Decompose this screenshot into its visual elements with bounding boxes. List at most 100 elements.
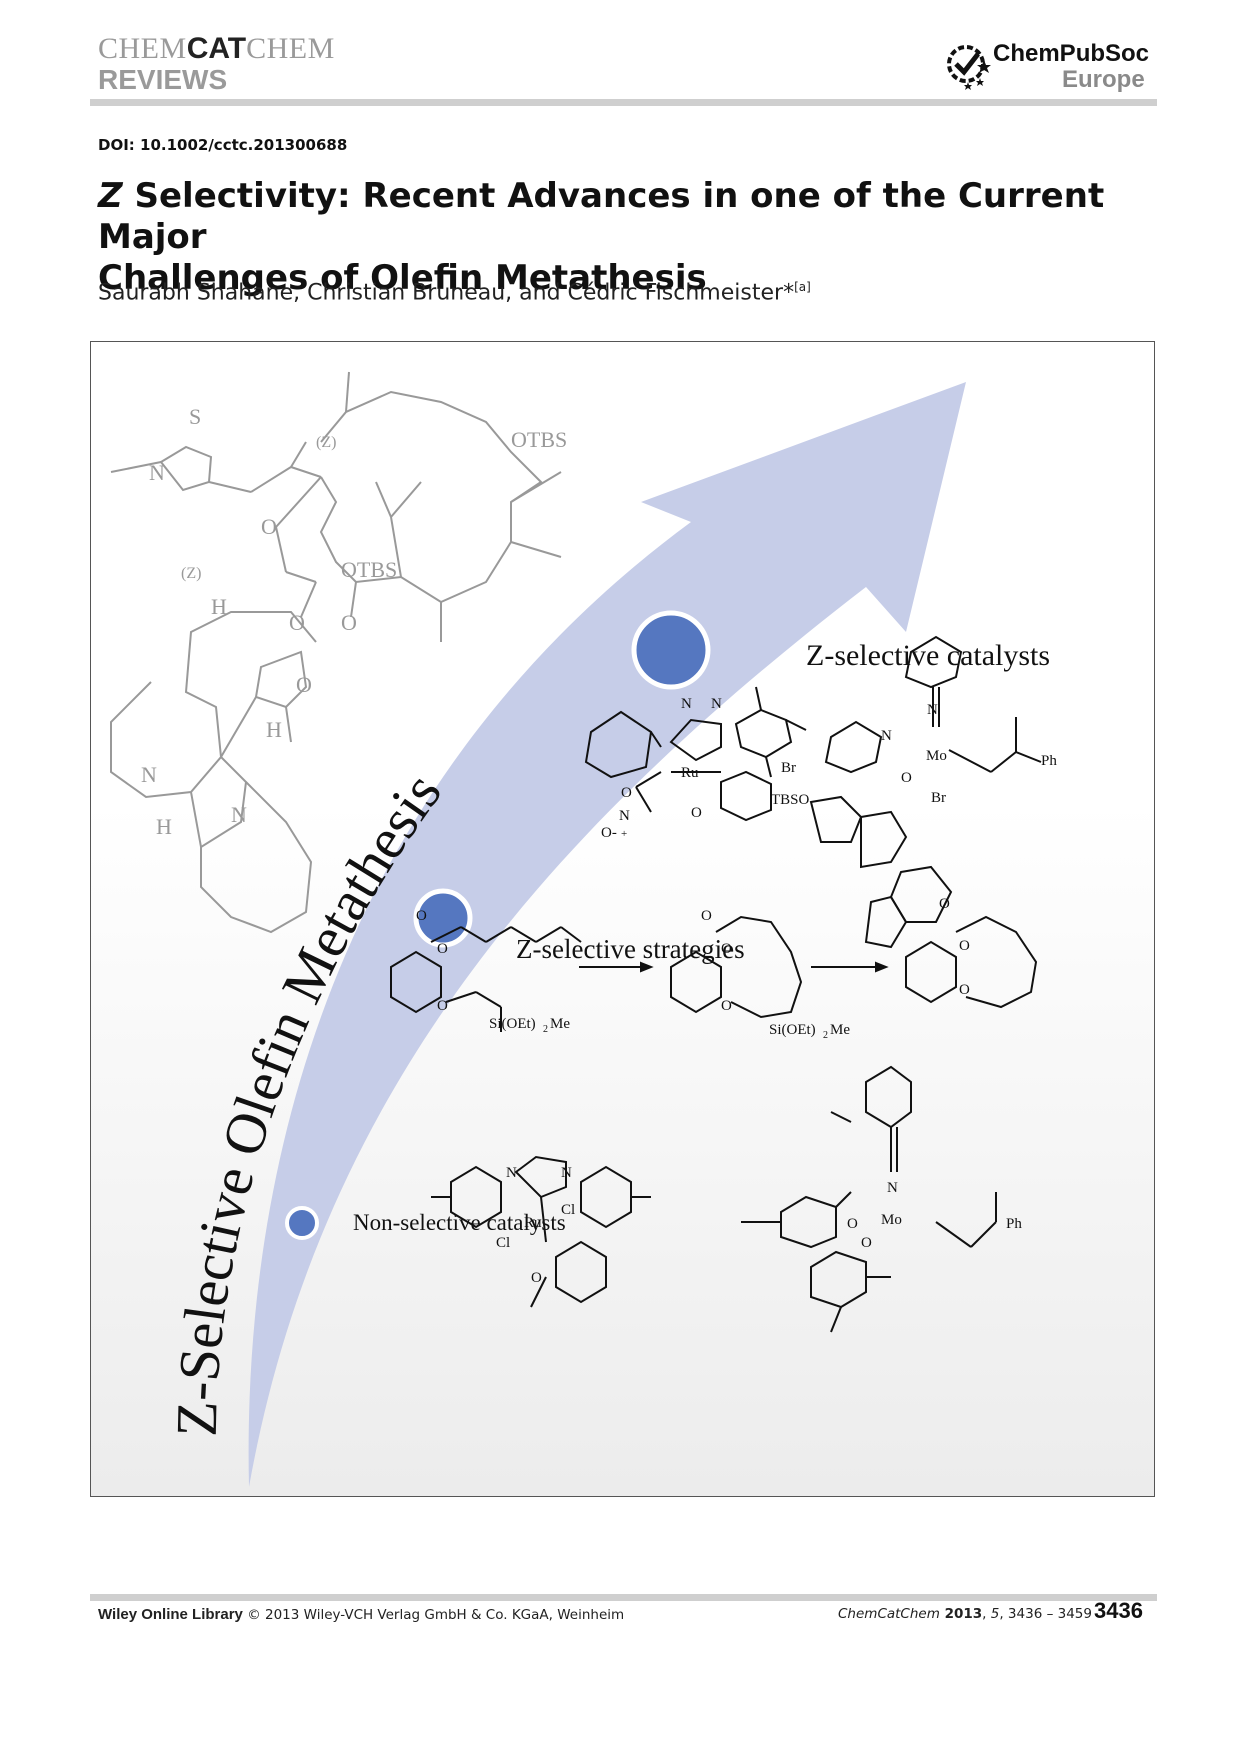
- svg-text:OTBS: OTBS: [341, 557, 397, 582]
- doi: DOI: 10.1002/cctc.201300688: [98, 136, 348, 154]
- svg-text:Mo: Mo: [881, 1212, 902, 1228]
- chempubsoc-logo-icon: [947, 45, 991, 90]
- svg-text:O: O: [296, 672, 312, 697]
- svg-text:O: O: [531, 1270, 542, 1286]
- svg-text:Ph: Ph: [1041, 753, 1057, 769]
- svg-text:(Z): (Z): [181, 565, 201, 582]
- svg-text:N: N: [681, 696, 692, 712]
- svg-text:Ru: Ru: [524, 1215, 542, 1231]
- svg-text:O: O: [959, 982, 970, 998]
- citation-year: 2013: [939, 1606, 983, 1622]
- stage-dot-bottom: [285, 1206, 319, 1240]
- article-title: Z Selectivity: Recent Advances in one of…: [98, 176, 1158, 299]
- alkaloid-structure: [110, 611, 317, 934]
- svg-text:O: O: [437, 998, 448, 1014]
- title-z: Z: [98, 176, 123, 216]
- svg-text:Br: Br: [931, 790, 946, 806]
- svg-text:Si(OEt): Si(OEt): [769, 1022, 816, 1038]
- stage-label-bottom: Non-selective catalysts: [353, 1210, 566, 1235]
- svg-text:H: H: [211, 594, 227, 619]
- citation-volume: 5: [990, 1606, 1000, 1622]
- svg-text:O: O: [861, 1235, 872, 1251]
- progress-arrow: [248, 382, 967, 1487]
- svg-text:N: N: [711, 696, 722, 712]
- title-line2: Challenges of Olefin Metathesis: [98, 258, 707, 298]
- journal-suffix: CHEM: [246, 32, 335, 65]
- journal-prefix: CHEM: [98, 32, 187, 65]
- wiley-online-library: Wiley Online Library: [98, 1606, 243, 1623]
- svg-text:H: H: [266, 717, 282, 742]
- svg-text:N: N: [506, 1165, 517, 1181]
- svg-text:Ru: Ru: [681, 765, 699, 781]
- svg-text:2: 2: [823, 1030, 828, 1041]
- svg-text:H: H: [156, 814, 172, 839]
- corresponding-mark: *: [783, 280, 795, 306]
- page-number: 3436: [1094, 1598, 1143, 1623]
- svg-text:Br: Br: [781, 760, 796, 776]
- citation-pages: , 3436 – 3459: [999, 1606, 1092, 1622]
- svg-text:O: O: [959, 938, 970, 954]
- svg-text:N: N: [927, 702, 938, 718]
- header-rule: [90, 99, 1157, 106]
- svg-text:O: O: [416, 908, 427, 924]
- svg-text:O: O: [721, 941, 732, 957]
- svg-text:O: O: [701, 908, 712, 924]
- footer-copyright: Wiley Online Library © 2013 Wiley-VCH Ve…: [98, 1606, 624, 1623]
- svg-text:O: O: [939, 896, 950, 912]
- journal-name: CHEMCATCHEM: [98, 34, 335, 64]
- stage-label-top: Z-selective catalysts: [806, 639, 1050, 672]
- svg-text:N: N: [149, 460, 165, 485]
- authors: Saurabh Shahane, Christian Bruneau, and …: [98, 280, 811, 305]
- svg-text:+: +: [621, 828, 627, 840]
- svg-text:S: S: [189, 404, 201, 429]
- svg-text:O: O: [437, 941, 448, 957]
- svg-text:OTBS: OTBS: [511, 427, 567, 452]
- svg-text:O: O: [289, 610, 305, 635]
- svg-text:Me: Me: [830, 1022, 850, 1038]
- mo-z-catalyst: [809, 635, 1042, 949]
- ru-z-labels: N N Ru O N O- + O: [601, 696, 722, 841]
- svg-text:N: N: [231, 802, 247, 827]
- title-line1: Selectivity: Recent Advances in one of t…: [98, 176, 1105, 257]
- stage-dot-top: [631, 610, 711, 690]
- svg-text:O: O: [901, 770, 912, 786]
- affiliation-mark: [a]: [794, 280, 811, 294]
- copyright-text: © 2013 Wiley-VCH Verlag GmbH & Co. KGaA,…: [242, 1607, 625, 1623]
- macrolide-labels: S N O O O OTBS OTBS (Z): [149, 404, 567, 635]
- svg-text:Cl: Cl: [561, 1202, 575, 1218]
- publisher-name: ChemPubSoc: [993, 40, 1150, 67]
- svg-text:N: N: [619, 808, 630, 824]
- citation-journal: ChemCatChem: [838, 1606, 940, 1622]
- publisher-region: Europe: [1062, 66, 1145, 93]
- svg-text:Si(OEt): Si(OEt): [489, 1016, 536, 1032]
- svg-text:Mo: Mo: [926, 748, 947, 764]
- svg-text:O: O: [847, 1216, 858, 1232]
- journal-mid: CAT: [186, 32, 247, 65]
- alkaloid-labels: H N O H H N (Z): [141, 565, 312, 839]
- svg-text:O: O: [341, 610, 357, 635]
- footer-rule: [90, 1594, 1157, 1601]
- rcm-strategy-labels: O O O Si(OEt) 2 Me O O O Si(OEt) 2 Me O …: [416, 896, 970, 1041]
- svg-text:O: O: [261, 514, 277, 539]
- svg-text:O-: O-: [601, 825, 617, 841]
- mo-schrock-catalyst: [741, 1065, 997, 1333]
- svg-text:O: O: [691, 805, 702, 821]
- stage-dot-mid: [413, 888, 473, 948]
- svg-text:TBSO: TBSO: [771, 792, 810, 808]
- svg-text:Me: Me: [550, 1016, 570, 1032]
- ru-hoveyda-labels: N N Ru Cl Cl O: [496, 1165, 575, 1286]
- svg-text:Ph: Ph: [1006, 1216, 1022, 1232]
- figure-canvas: Z-Selective Olefin Metathesis Z-selectiv…: [110, 371, 1057, 1487]
- footer-citation: ChemCatChem 2013, 5, 3436 – 3459: [838, 1606, 1092, 1622]
- mo-z-labels: N N Mo Ph O Br TBSO Br: [771, 702, 1057, 808]
- macrolide-structure: [110, 371, 562, 642]
- svg-text:2: 2: [543, 1024, 548, 1035]
- svg-text:N: N: [887, 1180, 898, 1196]
- svg-text:N: N: [141, 762, 157, 787]
- section-label: REVIEWS: [98, 64, 228, 95]
- rcm-strategy-scheme: [390, 915, 1038, 1032]
- ru-z-catalyst: [584, 686, 807, 822]
- mo-schrock-labels: N Mo O O Ph: [847, 1180, 1022, 1251]
- svg-text:Cl: Cl: [496, 1235, 510, 1251]
- svg-text:(Z): (Z): [316, 434, 336, 451]
